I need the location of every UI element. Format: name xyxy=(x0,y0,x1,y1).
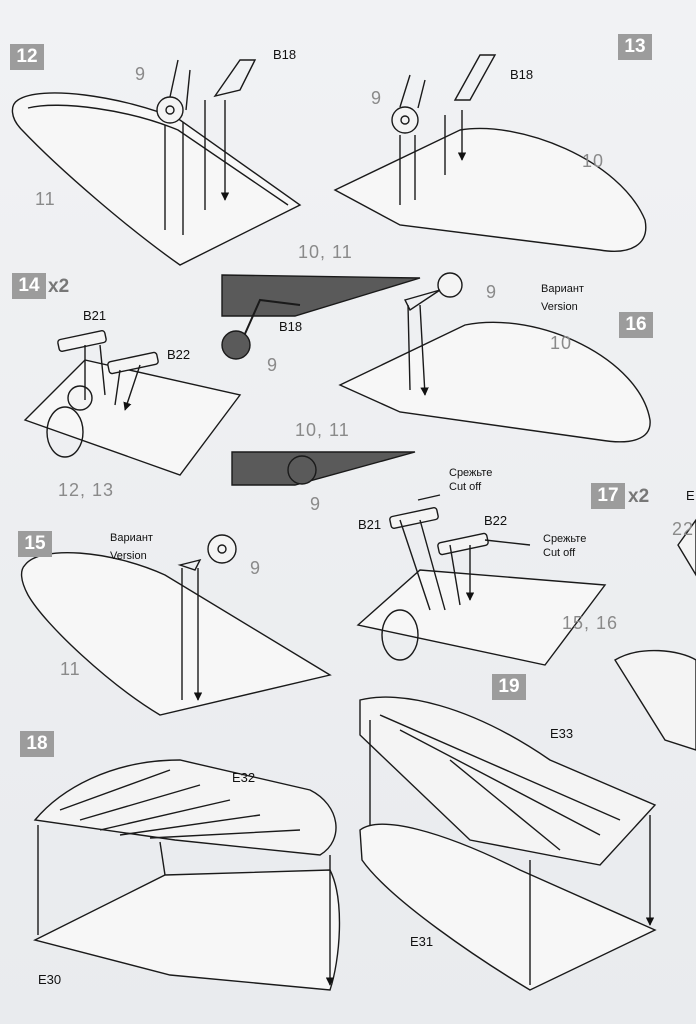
part-number-11: 11 xyxy=(60,659,81,679)
upper-wing-e32 xyxy=(33,759,337,856)
part-number-10: 10 xyxy=(582,151,605,171)
cutoff-label-ru: Срежьте xyxy=(543,533,587,545)
edge-step-22: 22 xyxy=(672,519,695,539)
wheel-9-step12 xyxy=(156,96,184,124)
step-14-badge: 14 xyxy=(12,273,46,299)
silhouette-b18-top xyxy=(221,274,421,317)
cutoff-label-en: Cut off xyxy=(449,481,482,493)
edge-label-e: E xyxy=(686,488,695,503)
part-label-b21: B21 xyxy=(83,308,107,323)
wing-step16 xyxy=(338,321,651,443)
fairing-step17 xyxy=(356,569,607,666)
part-label-b18: B18 xyxy=(273,47,297,62)
step-17-badge: 17 xyxy=(591,483,625,509)
cutoff-label-en: Cut off xyxy=(543,547,576,559)
part-number-12-13: 12, 13 xyxy=(58,480,115,500)
part-number-10-11: 10, 11 xyxy=(298,242,353,262)
fairing-step14 xyxy=(23,359,242,476)
step-14-multiplier: x2 xyxy=(48,276,70,297)
wheel-9-step13 xyxy=(391,106,419,134)
part-label-b21: B21 xyxy=(358,517,382,532)
step-15-badge: 15 xyxy=(18,531,52,557)
variant-label-ru: Вариант xyxy=(110,532,153,544)
silhouette-b18-bottom xyxy=(231,451,416,486)
part-label-b22: B22 xyxy=(484,513,508,528)
step-19-badge: 19 xyxy=(492,674,526,700)
lower-wing-e31 xyxy=(359,823,657,991)
variant-label-en: Version xyxy=(110,550,147,562)
part-label-b18: B18 xyxy=(510,67,534,82)
part-label-b18: B18 xyxy=(279,319,303,334)
part-number-11: 11 xyxy=(35,189,56,209)
cutoff-label-ru: Срежьте xyxy=(449,467,493,479)
part-label-e32: E32 xyxy=(232,770,256,785)
wing-step12 xyxy=(11,92,302,266)
part-number-9: 9 xyxy=(486,282,498,302)
part-number-9: 9 xyxy=(310,494,322,514)
part-number-9: 9 xyxy=(135,64,147,84)
part-label-e31: E31 xyxy=(410,934,434,949)
wing-step15 xyxy=(20,552,332,716)
variant-label-en: Version xyxy=(541,301,578,313)
part-number-9: 9 xyxy=(250,558,262,578)
step-16-badge: 16 xyxy=(619,312,653,338)
step-12-badge: 12 xyxy=(10,44,44,70)
part-label-e30: E30 xyxy=(38,972,62,987)
part-number-9: 9 xyxy=(267,355,279,375)
step-13-badge: 13 xyxy=(618,34,652,60)
wing-step13 xyxy=(333,127,647,252)
part-number-10: 10 xyxy=(550,333,573,353)
variant-label-ru: Вариант xyxy=(541,283,584,295)
step-17-multiplier: x2 xyxy=(628,486,650,507)
part-number-9: 9 xyxy=(371,88,383,108)
part-number-15-16: 15, 16 xyxy=(562,613,619,633)
lower-wing-e30 xyxy=(33,869,341,991)
part-label-b22: B22 xyxy=(167,347,191,362)
part-number-10-11: 10, 11 xyxy=(295,420,350,440)
step-18-badge: 18 xyxy=(20,731,54,757)
strut-b18-step12 xyxy=(213,59,257,98)
part-label-e33: E33 xyxy=(550,726,574,741)
